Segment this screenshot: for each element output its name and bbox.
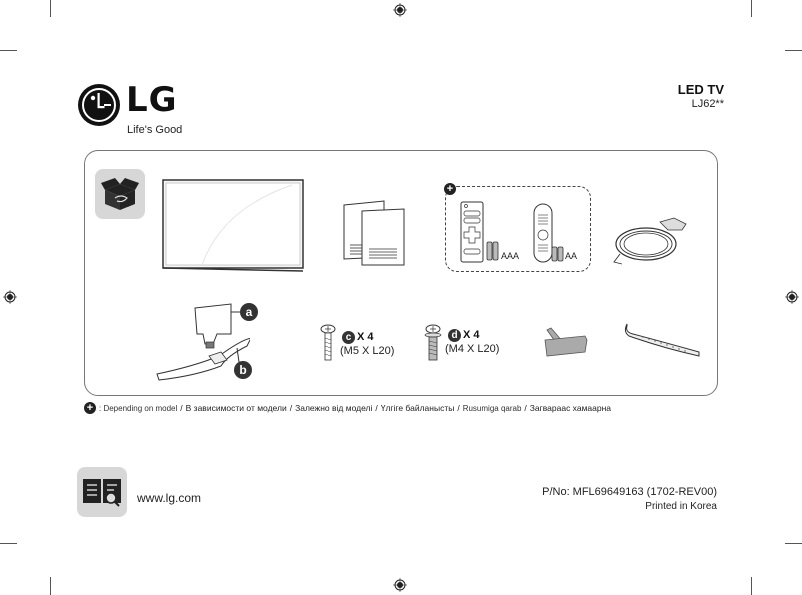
product-model: LJ62** (691, 98, 724, 110)
footnote-sep: / (457, 403, 460, 413)
screw-c-quantity: X 4 (357, 331, 374, 343)
cable-tie-icon (624, 323, 700, 357)
unbox-icon-box (95, 169, 145, 219)
footnote-sep: / (524, 403, 527, 413)
power-cord-icon (613, 217, 687, 265)
footnote-en: : Depending on model (99, 403, 178, 413)
magic-remote-icon (533, 203, 553, 263)
footnote-uk: Залежно від моделі (295, 403, 373, 413)
crop-mark-tr-v (751, 0, 752, 17)
footnote-kk: Үлгіге байланысты (380, 403, 455, 413)
lg-face-icon (78, 84, 120, 126)
part-number: P/No: MFL69649163 (1702-REV00) (542, 486, 717, 498)
printed-in: Printed in Korea (645, 501, 717, 512)
open-box-icon (101, 178, 139, 210)
crop-mark-tl-v (50, 0, 51, 17)
depending-on-model-footnote: + : Depending on model / В зависимости о… (84, 402, 611, 414)
screw-c-icon (320, 324, 336, 361)
footnote-sep: / (180, 403, 183, 413)
footnote-mn: Загвараас хамаарна (529, 403, 612, 413)
crop-mark-tl-h (0, 50, 17, 51)
logo-tagline: Life's Good (127, 124, 183, 136)
screw-d-spec: (M4 X L20) (445, 343, 500, 355)
basic-remote-icon (460, 201, 484, 263)
registration-mark-top-icon (393, 3, 407, 17)
registration-mark-left-icon (3, 290, 17, 304)
lg-logo: LG Life's Good (78, 80, 198, 142)
logo-wordmark: LG (126, 80, 178, 120)
optional-plus-icon: + (84, 402, 96, 414)
crop-mark-br-h (785, 543, 802, 544)
crop-mark-tr-h (785, 50, 802, 51)
aaa-batteries-icon (486, 241, 499, 261)
footnote-ru: В зависимости от модели (185, 403, 287, 413)
screw-c-badge: c (342, 331, 355, 344)
crop-mark-bl-v (50, 577, 51, 595)
footnote-sep: / (375, 403, 378, 413)
tv-illustration-icon (162, 179, 304, 272)
optional-items-box (445, 186, 591, 272)
screw-c-spec: (M5 X L20) (340, 345, 395, 357)
crop-mark-bl-h (0, 543, 17, 544)
website-link[interactable]: www.lg.com (137, 491, 202, 505)
registration-mark-bottom-icon (393, 578, 407, 592)
stand-part-a-badge: a (240, 303, 258, 321)
aa-batteries-icon (551, 246, 564, 262)
crop-mark-br-v (751, 577, 752, 595)
optional-plus-icon: + (444, 183, 456, 195)
aa-battery-label: AA (565, 251, 578, 261)
screw-d-badge: d (448, 329, 461, 342)
screw-d-icon (424, 324, 442, 361)
stand-part-b-badge: b (234, 361, 252, 379)
book-search-icon (83, 479, 121, 507)
footnote-uz: Rusumiga qarab (462, 403, 522, 413)
stand-assembly-icon (156, 303, 250, 381)
manual-documents-icon (343, 200, 405, 266)
product-title: LED TV (677, 82, 724, 97)
footnote-sep: / (289, 403, 293, 413)
manual-icon-box (77, 467, 127, 517)
registration-mark-right-icon (785, 290, 799, 304)
cable-holder-icon (544, 327, 588, 357)
screw-d-quantity: X 4 (463, 329, 480, 341)
aaa-battery-label: AAA (501, 251, 520, 261)
